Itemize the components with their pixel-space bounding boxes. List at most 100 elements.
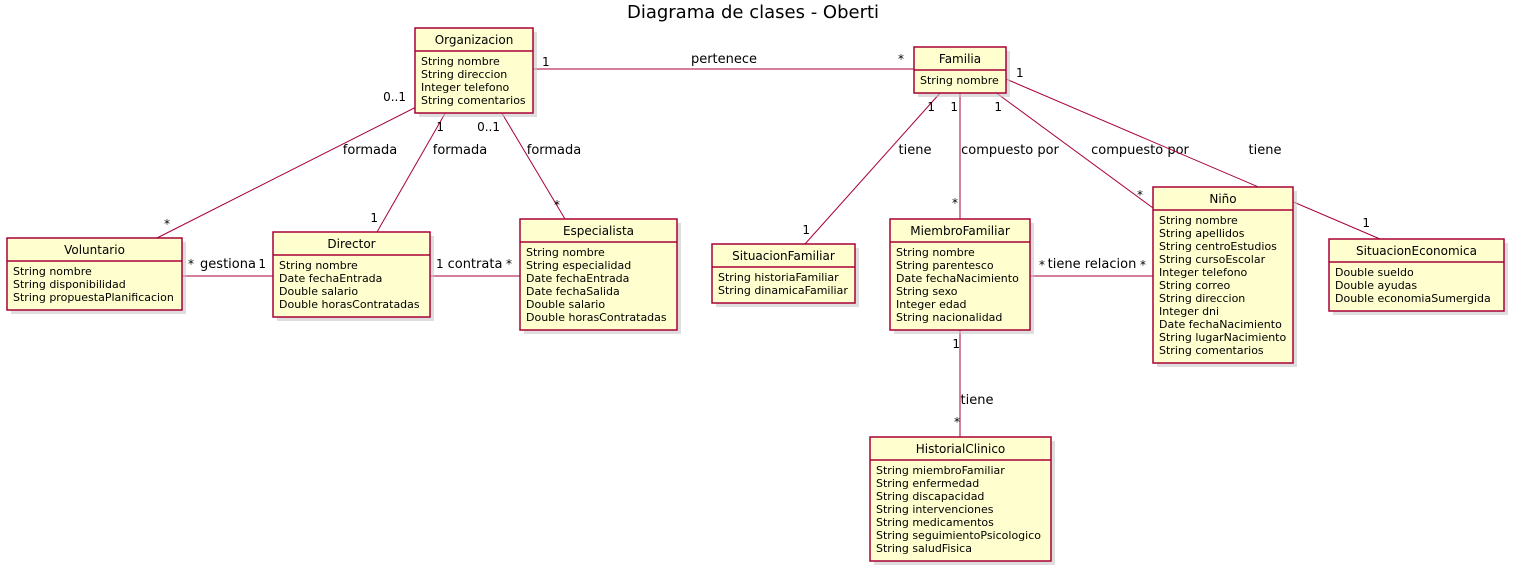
assoc-familia-situacion-familiar-from-multiplicity: 1 (927, 100, 935, 114)
class-situacion-familiar-attribute: String dinamicaFamiliar (718, 284, 848, 297)
class-organizacion-box (414, 27, 534, 114)
class-voluntario-box (6, 237, 183, 311)
class-historial-clinico-box (869, 436, 1052, 562)
assoc-familia-nino-from-multiplicity: 1 (994, 100, 1002, 114)
class-historial-clinico-attribute: String intervenciones (876, 503, 994, 516)
class-miembro-familiar-attribute: Integer edad (896, 298, 967, 311)
diagram-title: Diagrama de clases - Oberti (627, 2, 879, 23)
assoc-familia-situacion-familiar-to-multiplicity: 1 (802, 223, 810, 237)
class-especialista-attribute: String especialidad (526, 259, 631, 272)
class-nino-attribute: Integer telefono (1159, 266, 1248, 279)
class-miembro-familiar-attribute: Date fechaNacimiento (896, 272, 1019, 285)
assoc-familia-nino-label: compuesto por (1091, 143, 1189, 158)
class-organizacion-attribute: String nombre (421, 55, 500, 68)
assoc-familia-miembro-familiar: compuesto por 1 * (950, 92, 1060, 219)
class-historial-clinico-attribute: String enfermedad (876, 477, 979, 490)
class-nino-attribute: String nombre (1159, 214, 1238, 227)
class-director-attribute: Double horasContratadas (279, 298, 420, 311)
class-situacion-economica-box (1328, 238, 1505, 312)
class-miembro-familiar-name: MiembroFamiliar (910, 224, 1010, 238)
assoc-familia-nino-line (994, 91, 1154, 209)
class-nino-attribute: String comentarios (1159, 344, 1264, 357)
assoc-miembro-familiar-historial-clinico-to-multiplicity: * (954, 415, 960, 429)
assoc-organizacion-familia-label: pertenece (691, 52, 757, 67)
assoc-miembro-familiar-nino: tiene relacion** (1030, 257, 1153, 277)
class-nino-attribute: String apellidos (1159, 227, 1245, 240)
class-especialista-attribute: Double salario (526, 298, 605, 311)
class-historial-clinico-attribute: String saludFisica (876, 542, 972, 555)
class-miembro-familiar-attribute: String sexo (896, 285, 958, 298)
assoc-miembro-familiar-nino-label: tiene relacion (1048, 257, 1137, 272)
assoc-organizacion-especialista-to-multiplicity: * (554, 198, 560, 212)
class-situacion-familiar-name: SituacionFamiliar (732, 249, 835, 263)
class-familia-attribute: String nombre (920, 74, 999, 87)
class-director-box (272, 231, 431, 318)
class-miembro-familiar-attribute: String nacionalidad (896, 311, 1002, 324)
assoc-director-especialista-to-multiplicity: * (506, 257, 512, 271)
assoc-familia-situacion-economica-to-multiplicity: 1 (1362, 216, 1370, 230)
class-situacion-economica-name: SituacionEconomica (1356, 244, 1477, 258)
class-nino-name: Niño (1209, 192, 1236, 206)
class-historial-clinico-attribute: String miembroFamiliar (876, 464, 1005, 477)
assoc-organizacion-especialista-label: formada (527, 143, 582, 158)
assoc-organizacion-familia-from-multiplicity: 1 (542, 55, 550, 69)
assoc-familia-miembro-familiar-to-multiplicity: * (952, 196, 958, 210)
class-director-attribute: String nombre (279, 259, 358, 272)
class-situacion-familiar-attribute: String historiaFamiliar (718, 271, 839, 284)
class-situacion-economica-attribute: Double economiaSumergida (1335, 292, 1491, 305)
assoc-organizacion-voluntario-to-multiplicity: * (164, 217, 170, 231)
class-especialista-attribute: Date fechaSalida (526, 285, 620, 298)
assoc-familia-situacion-economica-from-multiplicity: 1 (1016, 66, 1024, 80)
assoc-organizacion-familia-to-multiplicity: * (898, 52, 904, 66)
class-miembro-familiar-attribute: String nombre (896, 246, 975, 259)
class-voluntario-name: Voluntario (64, 243, 125, 257)
assoc-familia-situacion-economica-line (1005, 78, 1381, 240)
assoc-organizacion-voluntario-label: formada (343, 143, 398, 158)
assoc-miembro-familiar-historial-clinico-from-multiplicity: 1 (952, 337, 960, 351)
assoc-organizacion-voluntario-from-multiplicity: 0..1 (383, 90, 406, 104)
class-especialista-attribute: String nombre (526, 246, 605, 259)
class-director-attribute: Date fechaEntrada (279, 272, 382, 285)
class-nino-attribute: String correo (1159, 279, 1230, 292)
class-director-name: Director (327, 237, 375, 251)
class-organizacion-attribute: String comentarios (421, 94, 526, 107)
assoc-director-especialista-from-multiplicity: 1 (436, 257, 444, 271)
assoc-voluntario-director-from-multiplicity: * (188, 257, 194, 271)
assoc-organizacion-director-from-multiplicity: 1 (436, 120, 444, 134)
class-nino-box (1152, 186, 1294, 364)
class-miembro-familiar-attribute: String parentesco (896, 259, 994, 272)
class-historial-clinico-attribute: String seguimientoPsicologico (876, 529, 1041, 542)
class-especialista-attribute: Double horasContratadas (526, 311, 667, 324)
class-especialista-name: Especialista (563, 224, 634, 238)
assoc-organizacion-director-to-multiplicity: 1 (370, 211, 378, 225)
assoc-voluntario-director: gestiona*1 (182, 257, 273, 277)
class-organizacion-attribute: Integer telefono (421, 81, 510, 94)
class-historial-clinico-attribute: String medicamentos (876, 516, 994, 529)
class-situacion-familiar-box (711, 243, 856, 304)
assoc-familia-miembro-familiar-from-multiplicity: 1 (950, 100, 958, 114)
assoc-organizacion-voluntario: formada 0..1 * (156, 90, 429, 239)
class-voluntario-attribute: String nombre (13, 265, 92, 278)
assoc-organizacion-director-label: formada (433, 143, 488, 158)
class-nino-attribute: String lugarNacimiento (1159, 331, 1286, 344)
class-organizacion-attribute: String direccion (421, 68, 507, 81)
class-situacion-economica-attribute: Double ayudas (1335, 279, 1417, 292)
assoc-organizacion-director-line (376, 109, 448, 233)
class-especialista-attribute: Date fechaEntrada (526, 272, 629, 285)
assoc-familia-miembro-familiar-label: compuesto por (961, 143, 1059, 158)
associations-layer: pertenece1*formada0..1*formada11formada0… (156, 52, 1381, 437)
class-nino-attribute: String centroEstudios (1159, 240, 1277, 253)
